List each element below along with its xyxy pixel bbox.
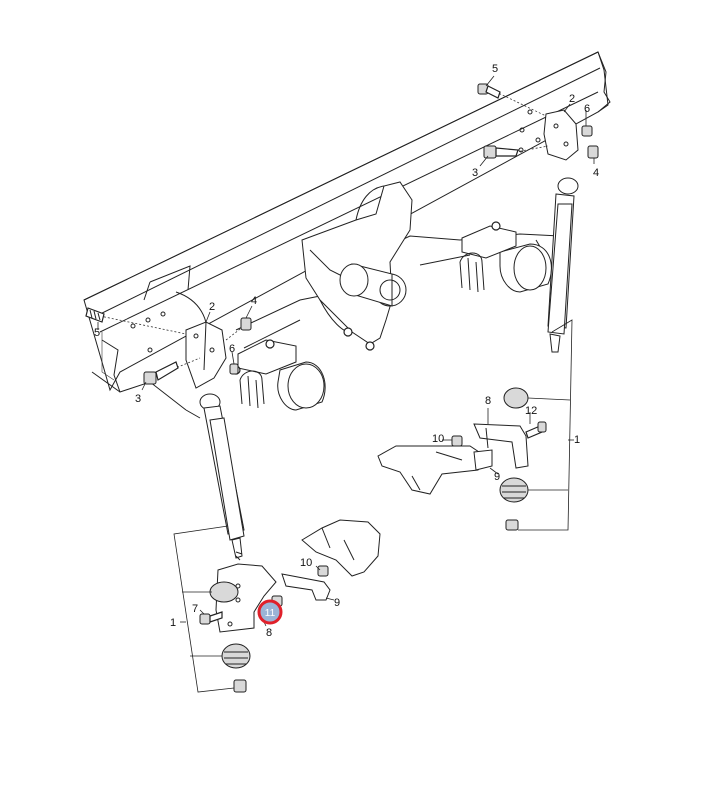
callout-8-right: 8 <box>485 395 491 407</box>
callout-5-left: 5 <box>94 327 100 339</box>
highlight-ring[interactable] <box>257 599 283 625</box>
right-bolt-12 <box>525 421 547 439</box>
differential-housing <box>301 181 413 351</box>
callout-labels: 5 2 4 3 6 5 2 6 3 4 8 10 12 9 1 10 7 9 8… <box>94 63 599 639</box>
callout-4-left: 4 <box>251 295 257 307</box>
left-bushing-upper <box>209 581 239 603</box>
callout-5-right: 5 <box>492 63 498 75</box>
left-bolt-7 <box>199 611 223 625</box>
right-clip-9 <box>473 449 493 471</box>
callout-9-right: 9 <box>494 471 500 483</box>
right-nut-6 <box>581 125 593 137</box>
right-bracket-8 <box>473 423 529 469</box>
callout-11-label[interactable]: 11 <box>265 608 276 619</box>
left-axle-tube <box>231 339 326 411</box>
callout-4-right: 4 <box>593 167 599 179</box>
right-lower-mount-plate <box>377 445 489 495</box>
right-bushing-lower <box>499 477 529 503</box>
right-shock-absorber <box>547 177 579 353</box>
left-bracket-8 <box>215 563 277 633</box>
left-bolt-3 <box>143 361 179 385</box>
left-nut-6 <box>229 363 239 375</box>
callout-6-left: 6 <box>229 343 235 355</box>
callout-2-right: 2 <box>569 93 575 105</box>
right-group-bracket <box>518 319 574 531</box>
right-nut-10 <box>451 435 463 447</box>
right-washer-nut <box>505 519 519 531</box>
right-bolt-3 <box>483 145 519 159</box>
right-upper-shock-bracket <box>543 109 579 161</box>
right-axle-tube <box>459 221 552 293</box>
left-nut-4 <box>240 317 252 331</box>
left-clip-9 <box>281 573 331 601</box>
callout-1-right: 1 <box>574 434 580 446</box>
right-bolt-3-path <box>515 145 549 153</box>
frame-holes <box>130 109 541 353</box>
callout-7-left: 7 <box>192 603 198 615</box>
callout-6-right: 6 <box>584 103 590 115</box>
callout-1-left: 1 <box>170 617 176 629</box>
right-bolt-5-path <box>491 89 547 117</box>
right-nut-4 <box>587 145 599 159</box>
frame-rail <box>83 51 611 419</box>
highlighted-callout-11[interactable]: 11 <box>257 599 283 625</box>
left-bushing-lower <box>221 643 251 669</box>
callout-10-left: 10 <box>300 557 312 569</box>
left-bolt-5 <box>85 307 105 323</box>
callout-10-right: 10 <box>432 433 444 445</box>
left-upper-shock-bracket <box>185 321 227 389</box>
left-bolt-5-path <box>99 315 187 335</box>
left-nut-10 <box>317 565 329 577</box>
left-group-bracket <box>173 525 235 693</box>
callout-12-right: 12 <box>525 405 537 417</box>
callout-3-left: 3 <box>135 393 141 405</box>
callout-2-left: 2 <box>209 301 215 313</box>
left-washer-nut <box>233 679 247 693</box>
right-bolt-5 <box>477 83 501 99</box>
left-lower-mount-plate <box>301 519 381 577</box>
callout-8-left: 8 <box>266 627 272 639</box>
callout-3-right: 3 <box>472 167 478 179</box>
left-shock-absorber <box>199 393 245 561</box>
callout-9-left: 9 <box>334 597 340 609</box>
